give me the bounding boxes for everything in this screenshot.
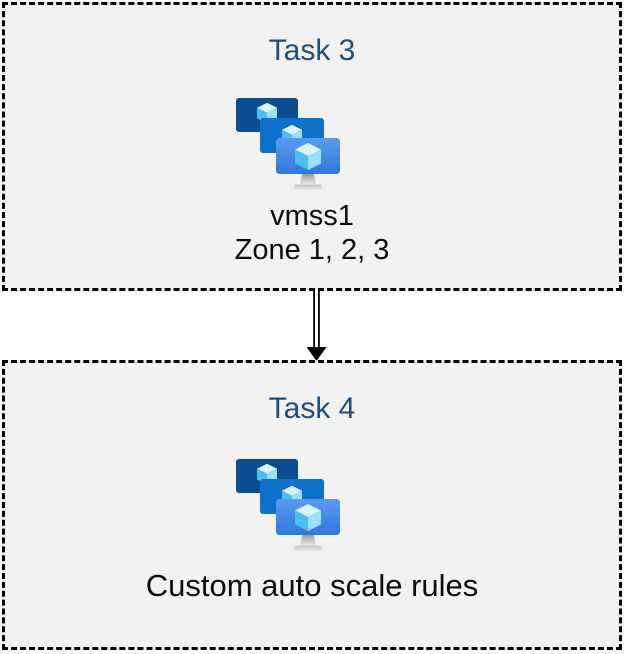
monitor-front [276,499,340,535]
monitor-stand [292,535,324,552]
vmss-icon [236,98,340,191]
task4-title: Task 4 [268,392,356,425]
task4-box: Task 4 Custom auto scale rules [2,360,622,650]
task4-caption: Custom auto scale rules [146,568,479,604]
task3-title: Task 3 [268,34,356,67]
monitor-front [276,138,340,174]
autoscale-rules-label: Custom auto scale rules [145,568,479,603]
monitor-stand [292,174,324,191]
down-arrow-icon [306,291,327,361]
task3-caption: vmss1 Zone 1, 2, 3 [235,199,390,267]
vmss-icon [236,459,340,552]
vmss-name-label: vmss1 [270,200,354,232]
down-arrow-connector [306,291,327,361]
task3-box: Task 3 vmss1 Zone 1, 2, 3 [2,2,622,291]
zones-label: Zone 1, 2, 3 [234,234,390,266]
